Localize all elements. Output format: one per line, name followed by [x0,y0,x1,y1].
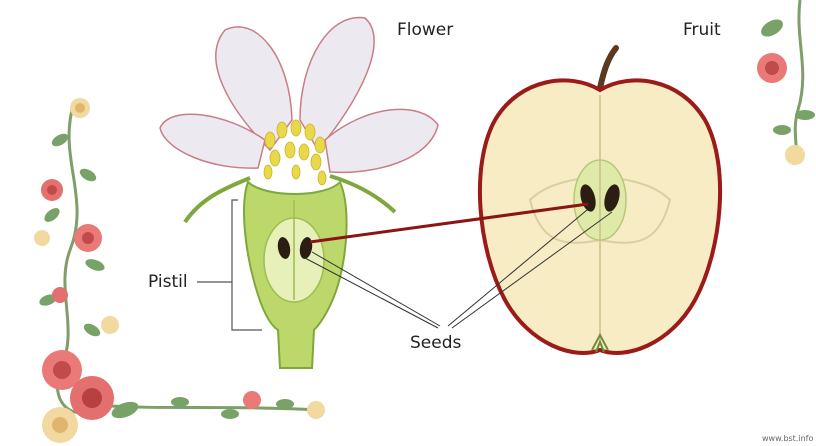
seeds-label: Seeds [410,333,461,353]
fruit-label: Fruit [683,20,721,40]
pistil-label: Pistil [148,272,188,292]
flower-label: Flower [397,20,453,40]
apple-illustration [480,48,720,353]
credit-watermark: www.bst.info [762,434,813,443]
rose-vine-border-right [757,0,815,165]
flower-illustration [160,17,438,368]
